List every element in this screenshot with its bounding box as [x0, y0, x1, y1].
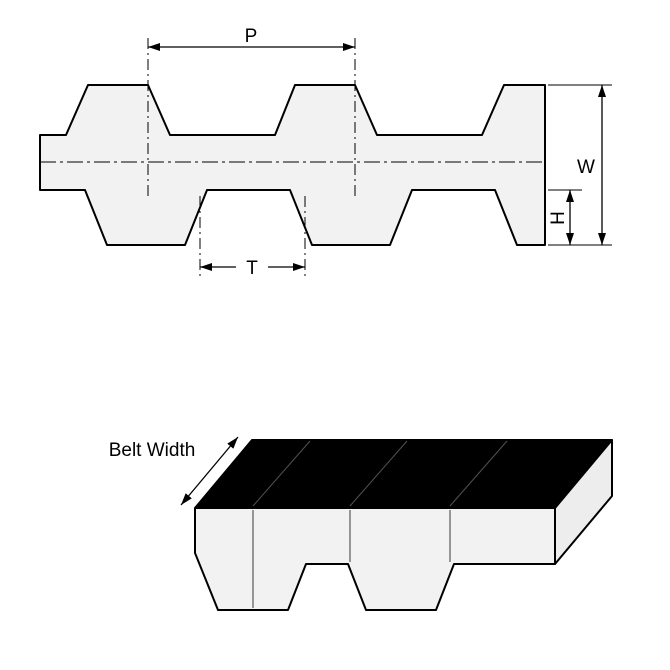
- top-surface-seam-1: [252, 440, 311, 507]
- belt-width-arrow: [180, 436, 239, 506]
- cross-section-view: P W H T: [39, 26, 612, 279]
- belt-front-face: [194, 507, 556, 611]
- belt-top-surface: [194, 439, 613, 509]
- top-surface-seam-2: [349, 440, 408, 507]
- belt-width-label: Belt Width: [109, 440, 196, 461]
- perspective-view: Belt Width: [109, 436, 613, 611]
- dimension-label-w: W: [577, 157, 595, 178]
- dimension-label-t: T: [246, 258, 258, 279]
- belt-cross-section-profile: [39, 84, 546, 246]
- top-surface-seam-3: [449, 440, 508, 507]
- dimension-label-pitch: P: [245, 26, 258, 47]
- dimension-label-h: H: [548, 211, 569, 225]
